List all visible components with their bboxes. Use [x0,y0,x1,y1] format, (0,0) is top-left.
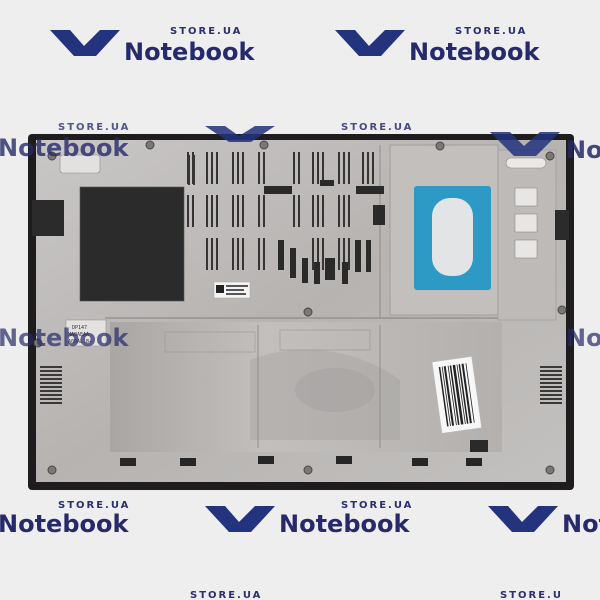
brand-text: Notebook [409,38,540,66]
speaker-grille-left [40,366,62,404]
brand-text: Notebook [0,134,129,162]
store-text: STORE.UA [500,590,560,600]
watermark-row3-left: Notebook [0,316,128,366]
watermark-row3-right: Notebook [566,316,600,366]
watermark-top-left: STORE.UA Notebook [50,26,260,76]
notebook-logo-icon [205,126,275,142]
brand-text: Notebook [562,510,600,538]
watermark-bottom-right: Notebook [488,498,600,548]
brand-text: Notebook [279,510,410,538]
left-sticker-line2: MA0AEAA [68,332,89,338]
store-text: STORE.UA [455,26,528,37]
notebook-logo-icon [205,506,275,532]
brand-text: Notebook [566,136,600,164]
store-text: STORE.UA [341,500,414,511]
watermark-bottom-left: STORE.UA Notebook [0,498,178,548]
store-text: STORE.UA [170,26,243,37]
speaker-grille-right [540,366,562,404]
store-text: STORE.UA [341,122,414,133]
part-label-sticker [213,281,251,299]
store-text: STORE.UA [58,500,131,511]
notebook-logo-icon [488,506,558,532]
brand-text: Notebook [0,510,129,538]
store-text: STORE.UA [58,122,131,133]
notebook-logo-icon [335,30,405,56]
watermark-top-right: STORE.UA Notebook [335,26,545,76]
notebook-logo-icon [490,132,560,156]
black-pad [80,187,184,301]
store-text: STORE.UA [190,590,263,600]
watermark-mid-center: STORE.UA [205,122,425,176]
left-sticker: DP147 MA0AEAA A00AL.B+ [65,319,107,347]
brand-text: Notebook [566,324,600,352]
left-sticker-line1: DP147 [72,325,87,331]
watermark-mid-right: Notebook [490,126,600,176]
brand-text: Notebook [0,324,129,352]
watermark-bottom-center: STORE.UA Notebook [205,498,435,548]
notebook-logo-icon [50,30,120,56]
watermark-very-bottom: STORE.UA STORE.UA [80,590,560,600]
barcode-sticker [431,356,482,434]
watermark-mid-left: STORE.UA Notebook [0,122,198,176]
brand-text: Notebook [124,38,255,66]
left-sticker-line3: A00AL.B+ [68,339,92,345]
